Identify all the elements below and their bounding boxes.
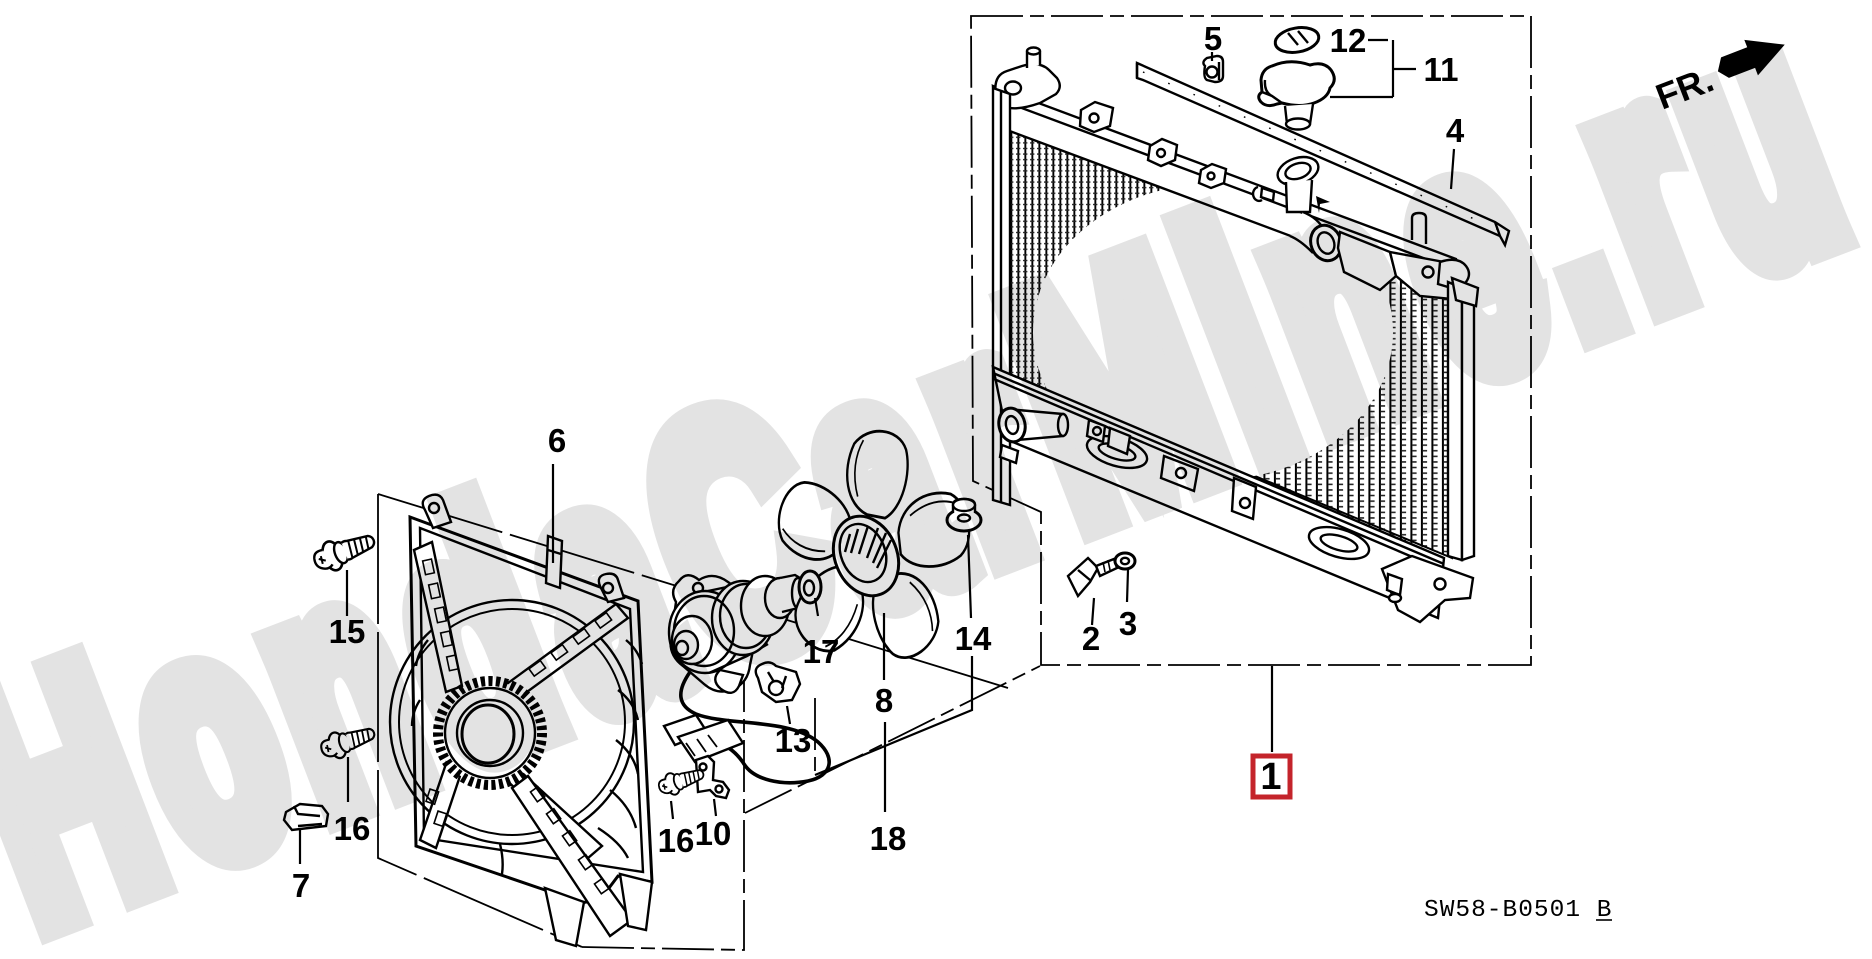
svg-text:18: 18 [870,820,907,857]
svg-text:10: 10 [695,815,732,852]
svg-text:6: 6 [548,422,566,459]
svg-text:1: 1 [1260,756,1281,798]
svg-text:17: 17 [803,633,840,670]
svg-text:8: 8 [875,682,893,719]
svg-text:4: 4 [1446,112,1465,149]
svg-text:3: 3 [1119,605,1137,642]
svg-text:16: 16 [334,810,371,847]
svg-text:SW58-B0501 B: SW58-B0501 B [1424,897,1612,924]
svg-text:15: 15 [329,613,366,650]
svg-text:16: 16 [658,822,695,859]
svg-text:5: 5 [1204,20,1222,57]
svg-text:13: 13 [775,722,812,759]
svg-text:12: 12 [1330,22,1367,59]
svg-text:11: 11 [1424,51,1459,88]
svg-text:14: 14 [955,620,992,657]
svg-text:7: 7 [292,867,310,904]
svg-text:2: 2 [1082,620,1100,657]
